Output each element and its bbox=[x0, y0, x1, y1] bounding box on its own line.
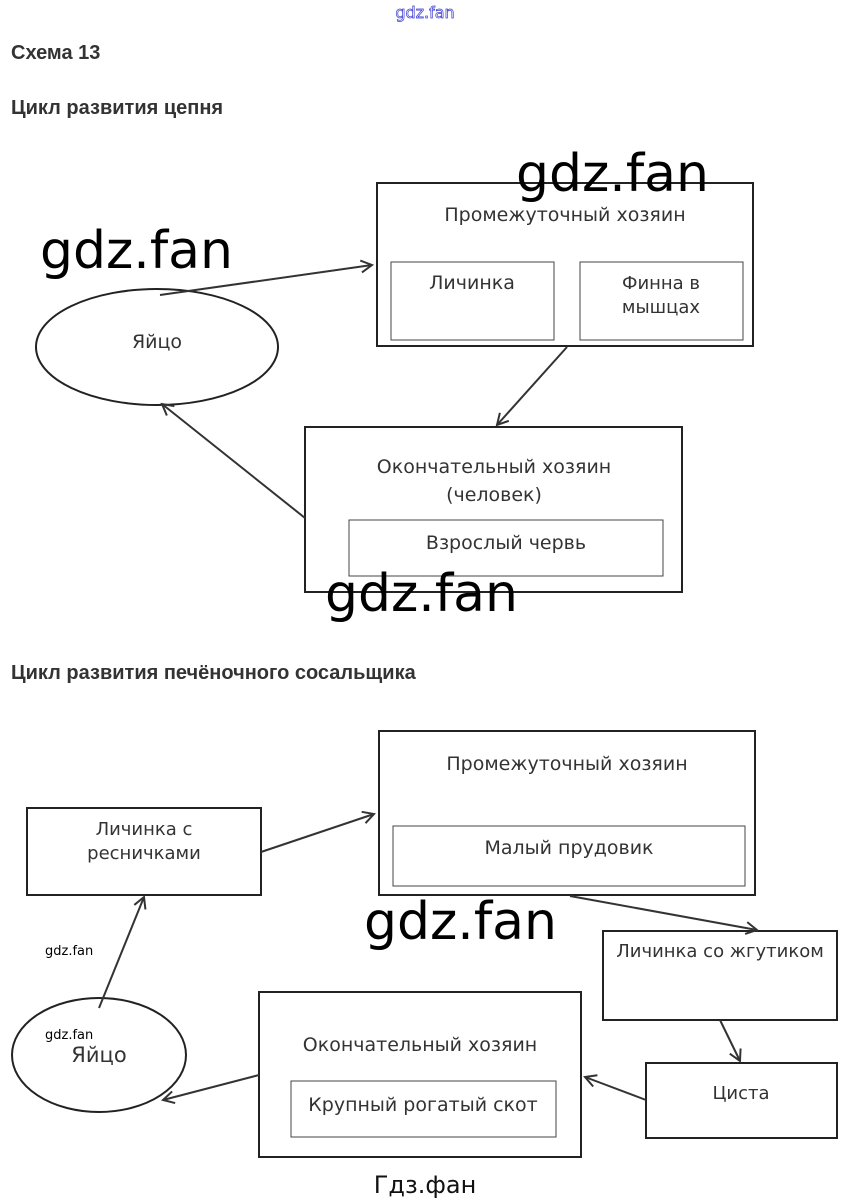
d2-intermediate-host-title: Промежуточный хозяин bbox=[446, 753, 687, 775]
d2-snail-box bbox=[392, 825, 746, 887]
d2-cattle-label: Крупный рогатый скот bbox=[308, 1094, 537, 1116]
page-title: Схема 13 bbox=[11, 42, 101, 64]
diagram2-heading: Цикл развития печёночного сосальщика bbox=[11, 662, 416, 684]
watermark-large-4: gdz.fan bbox=[364, 892, 557, 952]
d2-arrow-cyst-to-final bbox=[585, 1077, 647, 1101]
diagram1-heading: Цикл развития цепня bbox=[11, 97, 224, 119]
d2-arrow-egg-to-larva bbox=[98, 897, 144, 1009]
d1-intermediate-host-title: Промежуточный хозяин bbox=[444, 204, 685, 226]
d2-intermediate-host-box: Промежуточный хозяин Малый прудовик bbox=[378, 730, 756, 896]
d1-arrow-egg-to-intermediate bbox=[159, 265, 372, 296]
d1-egg-ellipse bbox=[35, 288, 279, 406]
d2-cyst-box bbox=[645, 1062, 838, 1139]
watermark-large-1: gdz.fan bbox=[40, 221, 233, 281]
d2-ciliated-larva-label-2: ресничками bbox=[87, 843, 201, 864]
d1-final-host-title-2: (человек) bbox=[446, 484, 542, 506]
d2-arrow-intermediate-to-tailed-larva bbox=[569, 895, 757, 930]
d1-arrow-intermediate-to-final bbox=[497, 346, 568, 425]
d1-final-host-title-1: Окончательный хозяин bbox=[377, 456, 611, 478]
d2-arrow-tailed-larva-to-cyst bbox=[719, 1019, 740, 1061]
d1-egg-label: Яйцо bbox=[132, 331, 182, 353]
d2-final-host-title: Окончательный хозяин bbox=[303, 1034, 537, 1056]
d1-arrow-final-to-egg bbox=[162, 404, 306, 519]
d2-egg-label: Яйцо bbox=[71, 1043, 126, 1067]
d2-arrow-final-to-egg bbox=[163, 1074, 260, 1100]
d2-cyst-label: Циста bbox=[712, 1083, 769, 1104]
d2-arrow-larva-to-intermediate bbox=[260, 814, 374, 853]
d2-tailed-larva-label: Личинка со жгутиком bbox=[616, 941, 824, 962]
watermark-small-2: gdz.fan bbox=[45, 1028, 93, 1043]
d1-adult-worm-box bbox=[348, 519, 664, 577]
d1-final-host-box: Окончательный хозяин (человек) Взрослый … bbox=[304, 426, 683, 593]
d1-intermediate-host-box: Промежуточный хозяин Личинка Финна в мыш… bbox=[376, 182, 754, 347]
watermark-large-3: gdz.fan bbox=[325, 564, 518, 624]
d1-larva-box bbox=[390, 261, 555, 341]
d1-adult-worm-label: Взрослый червь bbox=[426, 532, 586, 554]
watermark-footer: Гдз.фан bbox=[374, 1171, 477, 1199]
d2-snail-label: Малый прудовик bbox=[484, 837, 653, 859]
watermark-large-2: gdz.fan bbox=[516, 144, 709, 204]
d2-egg-ellipse bbox=[11, 997, 187, 1113]
d1-finna-label-2: мышцах bbox=[622, 297, 701, 318]
watermark-small-1: gdz.fan bbox=[45, 944, 93, 959]
d1-larva-label: Личинка bbox=[429, 272, 515, 294]
d2-ciliated-larva-label-1: Личинка с bbox=[96, 819, 193, 840]
d2-cattle-box bbox=[290, 1080, 557, 1138]
d2-final-host-box: Окончательный хозяин Крупный рогатый ско… bbox=[258, 991, 582, 1158]
d1-finna-label-1: Финна в bbox=[622, 273, 700, 294]
watermark-top: gdz.fan bbox=[395, 3, 454, 22]
d1-finna-box bbox=[579, 261, 744, 341]
